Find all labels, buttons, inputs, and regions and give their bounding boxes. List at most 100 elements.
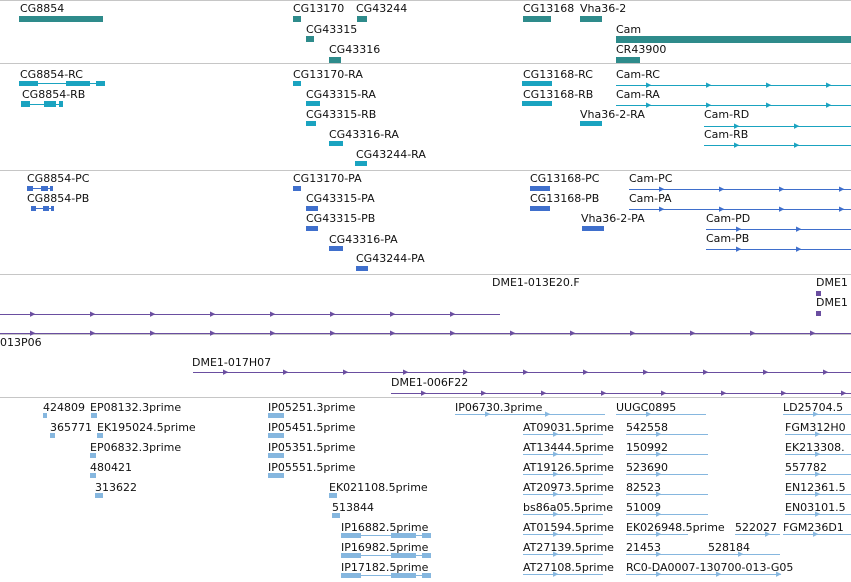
feature-label-dme1[interactable]: DME1 (816, 296, 848, 309)
feature-label-bs86a05-5prime[interactable]: bs86a05.5prime (523, 501, 613, 514)
feature-glyph-ip05451-5prime[interactable] (268, 433, 284, 438)
feature-label-ip06730-3prime[interactable]: IP06730.3prime (455, 401, 543, 414)
feature-label-cg8854-pb[interactable]: CG8854-PB (27, 192, 90, 205)
feature-glyph-ep06832-3prime[interactable] (90, 453, 96, 458)
feature-label-cg43316[interactable]: CG43316 (329, 43, 381, 56)
feature-glyph-ek195024-5prime[interactable] (97, 433, 103, 438)
feature-glyph-cg8854-pc[interactable] (27, 188, 53, 189)
feature-label-cr43900[interactable]: CR43900 (616, 43, 667, 56)
feature-label-cam-rb[interactable]: Cam-RB (704, 128, 749, 141)
feature-label-dme1-006f22[interactable]: DME1-006F22 (391, 376, 469, 389)
feature-glyph-ip16882-5prime[interactable] (341, 535, 431, 536)
feature-label-cam-pb[interactable]: Cam-PB (706, 232, 750, 245)
feature-label-cg43315-ra[interactable]: CG43315-RA (306, 88, 376, 101)
feature-glyph-cr43900[interactable] (616, 57, 640, 63)
feature-glyph-522027[interactable] (735, 534, 780, 535)
feature-label-at09031-5prime[interactable]: AT09031.5prime (523, 421, 614, 434)
feature-label-ep08132-3prime[interactable]: EP08132.3prime (90, 401, 182, 414)
feature-glyph-ip05351-5prime[interactable] (268, 453, 284, 458)
feature-glyph-dme1-017h07[interactable] (193, 372, 851, 373)
feature-glyph-cg8854-rb[interactable] (21, 104, 63, 105)
feature-glyph-ek026948-5prime[interactable] (626, 534, 688, 535)
feature-glyph-cg43316-ra[interactable] (329, 141, 343, 146)
feature-glyph-557782[interactable] (785, 474, 851, 475)
feature-glyph-rc0-da0007-130700-013-g05[interactable] (626, 574, 781, 575)
feature-label-cg8854-rb[interactable]: CG8854-RB (22, 88, 86, 101)
feature-glyph-51009[interactable] (626, 514, 708, 515)
feature-glyph-424809[interactable] (43, 413, 47, 418)
feature-glyph-dme1[interactable] (816, 291, 821, 296)
feature-label-013p06[interactable]: 013P06 (0, 336, 42, 349)
feature-glyph-at09031-5prime[interactable] (523, 434, 603, 435)
feature-label-at27108-5prime[interactable]: AT27108.5prime (523, 561, 614, 574)
feature-label-cam[interactable]: Cam (616, 23, 642, 36)
feature-label-cg43316-pa[interactable]: CG43316-PA (329, 233, 398, 246)
feature-glyph-at19126-5prime[interactable] (523, 474, 603, 475)
feature-label-fgm236d1[interactable]: FGM236D1 (783, 521, 844, 534)
feature-glyph-cg13170-pa[interactable] (293, 186, 301, 191)
feature-label-at20973-5prime[interactable]: AT20973.5prime (523, 481, 614, 494)
feature-label-dme1[interactable]: DME1 (816, 276, 848, 289)
feature-glyph-cam-rc[interactable] (616, 85, 851, 86)
feature-label-rc0-da0007-130700-013-g05[interactable]: RC0-DA0007-130700-013-G05 (626, 561, 794, 574)
feature-label-cg43244[interactable]: CG43244 (356, 2, 408, 15)
feature-label-cg43315-pb[interactable]: CG43315-PB (306, 212, 376, 225)
feature-label-cg43244-ra[interactable]: CG43244-RA (356, 148, 426, 161)
feature-glyph-dme1-006f22[interactable] (391, 393, 851, 394)
feature-glyph-ip06730-3prime[interactable] (455, 414, 605, 415)
feature-label-at01594-5prime[interactable]: AT01594.5prime (523, 521, 614, 534)
feature-glyph-cg43315-pa[interactable] (306, 206, 318, 211)
feature-glyph-cam-rd[interactable] (704, 126, 851, 127)
feature-glyph-cg13170-ra[interactable] (293, 81, 301, 86)
feature-label-ek026948-5prime[interactable]: EK026948.5prime (626, 521, 725, 534)
feature-glyph-cg13168-pb[interactable] (530, 206, 550, 211)
feature-glyph-dme1-013e20-f[interactable] (0, 314, 500, 315)
feature-glyph-cam-pa[interactable] (629, 209, 851, 210)
feature-glyph-fgm312h0[interactable] (785, 434, 851, 435)
feature-glyph-bs86a05-5prime[interactable] (523, 514, 603, 515)
feature-glyph-en03101-5[interactable] (785, 514, 851, 515)
feature-label-ip16982-5prime[interactable]: IP16982.5prime (341, 541, 429, 554)
feature-glyph-cg43244[interactable] (357, 16, 367, 22)
feature-glyph-at01594-5prime[interactable] (523, 534, 603, 535)
feature-glyph-82523[interactable] (626, 494, 708, 495)
feature-label-cg13168-pb[interactable]: CG13168-PB (530, 192, 600, 205)
feature-label-dme1-013e20-f[interactable]: DME1-013E20.F (492, 276, 580, 289)
feature-label-cam-pc[interactable]: Cam-PC (629, 172, 673, 185)
feature-label-cam-ra[interactable]: Cam-RA (616, 88, 660, 101)
feature-label-cam-pd[interactable]: Cam-PD (706, 212, 751, 225)
feature-glyph-480421[interactable] (90, 473, 96, 478)
feature-glyph-at20973-5prime[interactable] (523, 494, 603, 495)
feature-label-cg13168-rc[interactable]: CG13168-RC (523, 68, 593, 81)
feature-glyph-365771[interactable] (50, 433, 55, 438)
feature-glyph-ld25704-5[interactable] (783, 414, 851, 415)
feature-glyph-cg43316-pa[interactable] (329, 246, 343, 251)
feature-label-cam-pa[interactable]: Cam-PA (629, 192, 672, 205)
feature-label-ld25704-5[interactable]: LD25704.5 (783, 401, 844, 414)
feature-glyph-uugc0895[interactable] (616, 414, 706, 415)
feature-label-cg13168-rb[interactable]: CG13168-RB (523, 88, 594, 101)
feature-glyph-ip16982-5prime[interactable] (341, 555, 431, 556)
feature-label-at27139-5prime[interactable]: AT27139.5prime (523, 541, 614, 554)
feature-glyph-150992[interactable] (626, 454, 708, 455)
feature-label-en12361-5[interactable]: EN12361.5 (785, 481, 846, 494)
feature-glyph-cam-pb[interactable] (706, 249, 851, 250)
feature-label-150992[interactable]: 150992 (626, 441, 668, 454)
feature-glyph-cg8854-pb[interactable] (31, 208, 53, 209)
feature-label-557782[interactable]: 557782 (785, 461, 827, 474)
feature-glyph-cg13170[interactable] (293, 16, 301, 22)
feature-glyph-cg43315-ra[interactable] (306, 101, 320, 106)
feature-glyph-en12361-5[interactable] (785, 494, 851, 495)
feature-glyph-cg43316[interactable] (329, 57, 341, 63)
feature-label-fgm312h0[interactable]: FGM312H0 (785, 421, 846, 434)
feature-label-en03101-5[interactable]: EN03101.5 (785, 501, 846, 514)
feature-label-cg43315-pa[interactable]: CG43315-PA (306, 192, 375, 205)
feature-label-cg8854[interactable]: CG8854 (20, 2, 65, 15)
feature-label-ep06832-3prime[interactable]: EP06832.3prime (90, 441, 182, 454)
feature-glyph-vha36-2-ra[interactable] (580, 121, 602, 126)
feature-glyph-cam-ra[interactable] (616, 105, 851, 106)
feature-glyph-ip17182-5prime[interactable] (341, 575, 431, 576)
feature-label-cg8854-rc[interactable]: CG8854-RC (20, 68, 83, 81)
feature-glyph-523690[interactable] (626, 474, 708, 475)
feature-label-vha36-2[interactable]: Vha36-2 (580, 2, 627, 15)
